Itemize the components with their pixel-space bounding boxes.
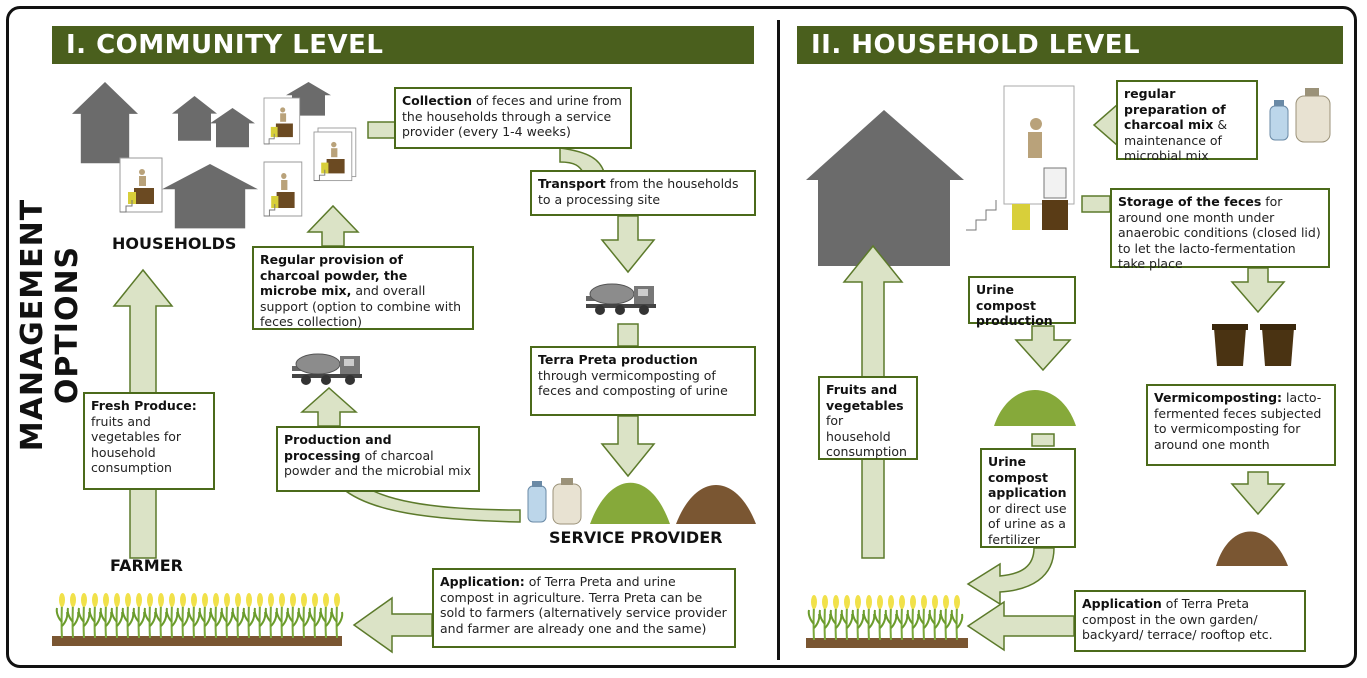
regular-provision-bold: Regular provision of charcoal powder, th…	[260, 252, 408, 298]
fruits-veg-bold: Fruits and vegetables	[826, 382, 904, 413]
crop-stalk	[154, 592, 168, 639]
storage-text: for around one month under anaerobic con…	[1118, 194, 1321, 271]
terra-preta-text: through vermicomposting of feces and com…	[538, 367, 728, 399]
crop-stalk	[928, 594, 942, 641]
crop-stalk	[319, 592, 333, 639]
terra-preta-box: Terra Preta production through vermicomp…	[530, 346, 756, 416]
farmer-label: FARMER	[110, 556, 183, 575]
crop-stalk	[88, 592, 102, 639]
fruits-veg-box: Fruits and vegetables for household cons…	[818, 376, 918, 460]
crop-stalk	[950, 594, 964, 641]
urine-compost-application-text: or direct use of urine as a fertilizer	[988, 500, 1067, 547]
crop-stalk	[176, 592, 190, 639]
collection-text: of feces and urine from the households t…	[402, 93, 622, 139]
urine-compost-production-box: Urine compost production	[968, 276, 1076, 328]
crop-stalk	[286, 592, 300, 639]
terra-preta-bold: Terra Preta production	[538, 352, 698, 367]
crop-stalk	[840, 594, 854, 641]
crop-stalk	[939, 594, 953, 641]
regular-provision-text: and overall support (option to combine w…	[260, 283, 462, 329]
crop-stalk	[275, 592, 289, 639]
collection-box: Collection of feces and urine from the h…	[394, 87, 632, 149]
regular-provision-box: Regular provision of charcoal powder, th…	[252, 246, 474, 330]
collection-bold: Collection	[402, 93, 472, 108]
application-household-bold: Application	[1082, 596, 1162, 611]
crop-stalk	[264, 592, 278, 639]
crop-stalk	[807, 594, 821, 641]
crop-stalk	[143, 592, 157, 639]
side-title: MANAGEMENT OPTIONS	[15, 198, 85, 452]
crop-stalk	[99, 592, 113, 639]
crop-stalk	[818, 594, 832, 641]
production-text: of charcoal powder and the microbial mix	[284, 447, 472, 479]
community-banner: I. COMMUNITY LEVEL	[52, 26, 754, 64]
urine-compost-production-bold: Urine compost production	[976, 282, 1053, 328]
crop-stalk	[66, 592, 80, 639]
transport-bold: Transport	[538, 176, 606, 191]
fresh-produce-bold: Fresh Produce:	[91, 398, 197, 413]
crop-stalk	[851, 594, 865, 641]
application-household-text: of Terra Preta compost in the own garden…	[1082, 596, 1273, 642]
crop-stalk	[220, 592, 234, 639]
fruits-veg-text: for household consumption	[826, 413, 907, 459]
crop-stalk	[165, 592, 179, 639]
crop-stalk	[121, 592, 135, 639]
production-box: Production and processing of charcoal po…	[276, 426, 480, 492]
crop-stalk	[110, 592, 124, 639]
section-divider	[777, 20, 780, 660]
regular-prep-box: regular preparation of charcoal mix & ma…	[1116, 80, 1258, 163]
outer-frame	[6, 6, 1357, 668]
household-banner: II. HOUSEHOLD LEVEL	[797, 26, 1343, 64]
fresh-produce-box: Fresh Produce: fruits and vegetables for…	[83, 392, 215, 490]
crop-stalk	[209, 592, 223, 639]
crop-stalk	[253, 592, 267, 639]
application-community-text: of Terra Preta and urine compost in agri…	[440, 574, 727, 636]
regular-prep-bold: regular preparation of charcoal mix	[1124, 86, 1226, 132]
crop-stalk	[873, 594, 887, 641]
storage-box: Storage of the feces for around one mont…	[1110, 188, 1330, 271]
application-community-box: Application: of Terra Preta and urine co…	[432, 568, 736, 648]
crop-stalk	[906, 594, 920, 641]
service-provider-label: SERVICE PROVIDER	[549, 528, 723, 547]
households-label: HOUSEHOLDS	[112, 234, 237, 253]
urine-compost-application-bold: Urine compost application	[988, 454, 1067, 500]
regular-prep-text: & maintenance of microbial mix	[1124, 117, 1228, 163]
crop-stalk	[308, 592, 322, 639]
vermicomposting-text: lacto-fermented feces subjected to vermi…	[1154, 390, 1322, 452]
application-community-bold: Application:	[440, 574, 525, 589]
storage-bold: Storage of the feces	[1118, 194, 1262, 209]
crop-stalk	[297, 592, 311, 639]
crop-stalk	[198, 592, 212, 639]
fresh-produce-text: fruits and vegetables for household cons…	[91, 413, 182, 476]
crop-stalk	[231, 592, 245, 639]
crop-stalk	[829, 594, 843, 641]
crop-stalk	[132, 592, 146, 639]
urine-compost-application-box: Urine compost application or direct use …	[980, 448, 1076, 548]
crop-stalk	[862, 594, 876, 641]
crop-stalk	[884, 594, 898, 641]
crops-community	[52, 636, 342, 646]
crop-stalk	[330, 592, 344, 639]
transport-box: Transport from the households to a proce…	[530, 170, 756, 216]
vermicomposting-box: Vermicomposting: lacto-fermented feces s…	[1146, 384, 1336, 466]
crop-stalk	[187, 592, 201, 639]
crop-stalk	[55, 592, 69, 639]
crop-stalk	[77, 592, 91, 639]
crop-stalk	[895, 594, 909, 641]
production-bold: Production and processing	[284, 432, 392, 463]
crop-stalk	[917, 594, 931, 641]
transport-text: from the households to a processing site	[538, 176, 739, 207]
application-household-box: Application of Terra Preta compost in th…	[1074, 590, 1306, 652]
crop-stalk	[242, 592, 256, 639]
vermicomposting-bold: Vermicomposting:	[1154, 390, 1283, 405]
